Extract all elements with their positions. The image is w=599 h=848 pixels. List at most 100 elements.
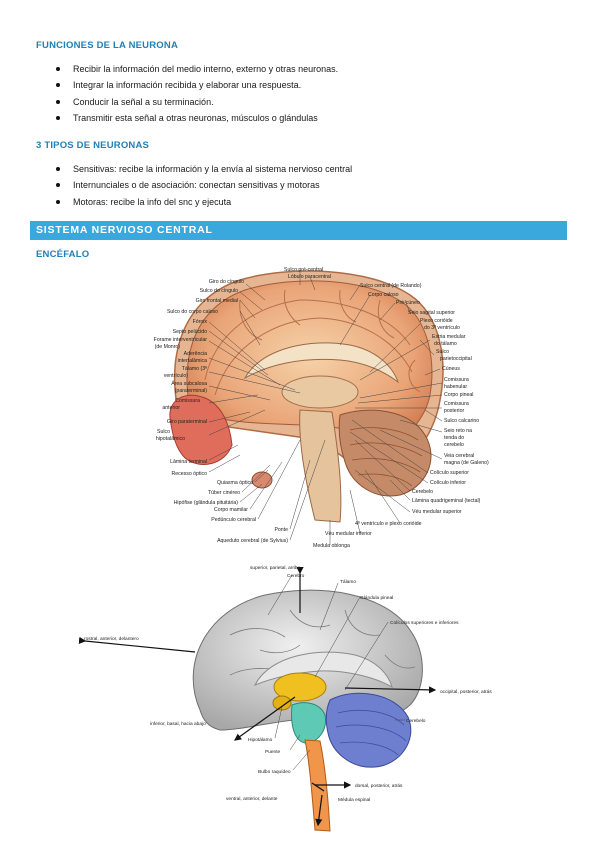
- label: Médula espinal: [338, 797, 370, 803]
- neuron-types-list: Sensitivas: recibe la información y la e…: [56, 161, 352, 210]
- label: Pré-cúneo: [396, 300, 420, 306]
- label: hipotalâmico: [156, 436, 185, 442]
- label: Medula oblonga: [313, 543, 350, 549]
- labels-left: Giro do cíngulo Sulco do cíngulo Giro fr…: [154, 279, 244, 477]
- label: Corpo pineal: [444, 392, 473, 398]
- list-item: Conducir la señal a su terminación.: [56, 94, 338, 110]
- label: Sulco: [157, 429, 170, 435]
- label: Colículo inferior: [430, 480, 466, 486]
- label: Sulco do corpo caloso: [167, 309, 218, 315]
- thalamus: [281, 375, 359, 409]
- label: Plexo corióide: [420, 318, 453, 324]
- list-item: Internunciales o de asociación: conectan…: [56, 177, 352, 193]
- corpus-callosum: [243, 342, 400, 384]
- thalamus-yellow: [273, 672, 327, 702]
- label: Tálamo: [340, 579, 356, 585]
- frontal-pink-region: [169, 394, 233, 465]
- label: magna (de Galeno): [444, 460, 489, 466]
- label: posterior: [444, 408, 464, 414]
- functions-list: Recibir la información del medio interno…: [56, 61, 338, 126]
- label: Aderência: [184, 351, 207, 357]
- label: Lâmina quadrigeminal (tectal): [412, 498, 481, 504]
- label: (de Monro): [155, 344, 181, 350]
- cerebellum-folia: [349, 427, 423, 487]
- label: ventrículo): [164, 373, 188, 379]
- label: Comissura: [175, 398, 200, 404]
- label: Giro paraterminal: [167, 419, 207, 425]
- label: (paraterminal): [175, 388, 208, 394]
- label: Sulco calcarino: [444, 418, 479, 424]
- labels-top: Sulco pré-central Lóbulo paracentral Sul…: [284, 267, 422, 306]
- orientation-labels: superior, parietal, arriba Cerebro Tálam…: [84, 565, 492, 803]
- label: Cerebelo: [412, 489, 433, 495]
- label: 4º ventrículo e plexo corióide: [355, 521, 422, 527]
- label: anterior: [162, 405, 180, 411]
- label: Seio reto na: [444, 428, 472, 434]
- label: Sulco pré-central: [284, 267, 323, 273]
- label: Quiasma óptico: [217, 480, 253, 486]
- label: Corpo mamilar: [214, 507, 248, 513]
- label: Seio sagital superior: [408, 310, 455, 316]
- label: Giro do cíngulo: [209, 279, 244, 285]
- label: rostral, anterior, delantero: [84, 636, 139, 642]
- label: parietoccipital: [440, 356, 472, 362]
- brainstem: [299, 409, 342, 523]
- label: inferior, basal, hacia abajo: [150, 721, 206, 727]
- label: Fórnix: [193, 319, 208, 325]
- brain-sagittal-figure: Giro do cíngulo Sulco do cíngulo Giro fr…: [154, 267, 489, 549]
- label: Pedúnculo cerebral: [211, 517, 256, 523]
- subheading-encefalo: ENCÉFALO: [36, 249, 90, 260]
- label: dorsal, posterior, atrás: [355, 783, 403, 789]
- label: ventral, anterior, delante: [226, 796, 278, 802]
- label: Sulco do cíngulo: [200, 288, 238, 294]
- gyri-lines: [204, 289, 421, 396]
- label: Tálamo (3º: [182, 366, 207, 372]
- label: habenular: [444, 384, 467, 390]
- label: Hipotálamo: [248, 737, 273, 743]
- label: Estria medular: [432, 334, 466, 340]
- label: Corpo caloso: [368, 292, 399, 298]
- label: Lóbulo paracentral: [288, 274, 331, 280]
- label: Sulco central (de Rolando): [360, 283, 422, 289]
- label: Colículos superiores e inferiores: [390, 620, 459, 626]
- list-item: Motoras: recibe la info del snc y ejecut…: [56, 194, 352, 210]
- label-leaders: [267, 574, 405, 771]
- label: Aqueduto cerebral (de Sylvius): [217, 538, 288, 544]
- list-item: Sensitivas: recibe la información y la e…: [56, 161, 352, 177]
- banner-title: SISTEMA NERVIOSO CENTRAL: [36, 224, 213, 236]
- label: Forame interventricular: [154, 337, 208, 343]
- label: Ponte: [274, 527, 288, 533]
- label: Bulbo raquídeo: [258, 769, 291, 775]
- label: Hipófise (glândula pituitária): [174, 500, 239, 506]
- label: Sulco: [436, 349, 449, 355]
- cerebellum-blue: [325, 692, 412, 768]
- label: Comissura: [444, 377, 469, 383]
- label: Recesso óptico: [172, 471, 208, 477]
- label: Área subcalosa: [171, 380, 207, 387]
- label: occipital, posterior, atrás: [440, 689, 492, 695]
- label: Véu medular inferior: [325, 531, 372, 537]
- label: intertalâmica: [178, 358, 208, 364]
- labels-bottom: Quiasma óptico Túber cinéreo Hipófise (g…: [174, 480, 289, 544]
- label: Giro frontal medial: [196, 298, 238, 304]
- list-item: Transmitir esta señal a otras neuronas, …: [56, 110, 338, 126]
- label: superior, parietal, arriba: [250, 565, 301, 571]
- section-heading-neuron-types: 3 TIPOS DE NEURONAS: [36, 140, 150, 151]
- label: Lâmina terminal: [170, 459, 207, 465]
- label: Puente: [265, 749, 281, 755]
- label: Comissura: [444, 401, 469, 407]
- label: Cerebro: [287, 573, 305, 579]
- labels-right: Seio sagital superior Plexo corióide do …: [408, 310, 489, 515]
- brain-orientation-figure: superior, parietal, arriba Cerebro Tálam…: [78, 565, 492, 832]
- label: Glándula pineal: [360, 595, 393, 601]
- label: Túber cinéreo: [208, 490, 240, 496]
- leader-lines: [208, 270, 443, 545]
- label: tenda do: [444, 435, 464, 441]
- label: cerebelo: [444, 442, 464, 448]
- label: Veia cerebral: [444, 453, 474, 459]
- label: Cúneus: [442, 366, 460, 372]
- section-heading-functions: FUNCIONES DE LA NEURONA: [36, 40, 179, 51]
- list-item: Recibir la información del medio interno…: [56, 61, 338, 77]
- pons-teal: [291, 702, 327, 744]
